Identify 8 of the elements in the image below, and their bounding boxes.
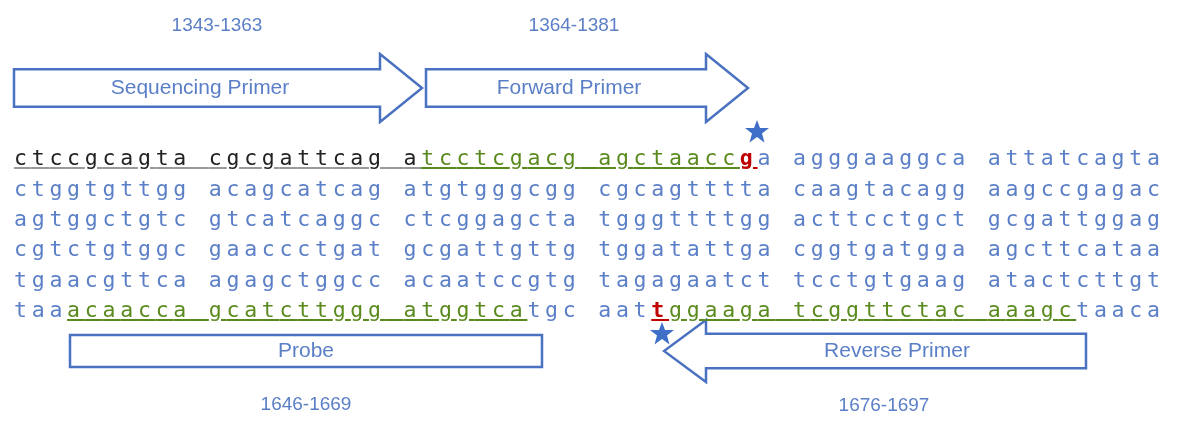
- primer-name: Reverse Primer: [824, 338, 970, 362]
- primer-name: Forward Primer: [496, 75, 642, 99]
- primer-name: Sequencing Primer: [110, 75, 290, 99]
- position-range: 1676-1697: [838, 394, 930, 416]
- position-range: 1364-1381: [528, 14, 620, 36]
- position-range: 1646-1669: [260, 393, 352, 415]
- position-range: 1343-1363: [171, 14, 263, 36]
- primer-name: Probe: [278, 338, 334, 362]
